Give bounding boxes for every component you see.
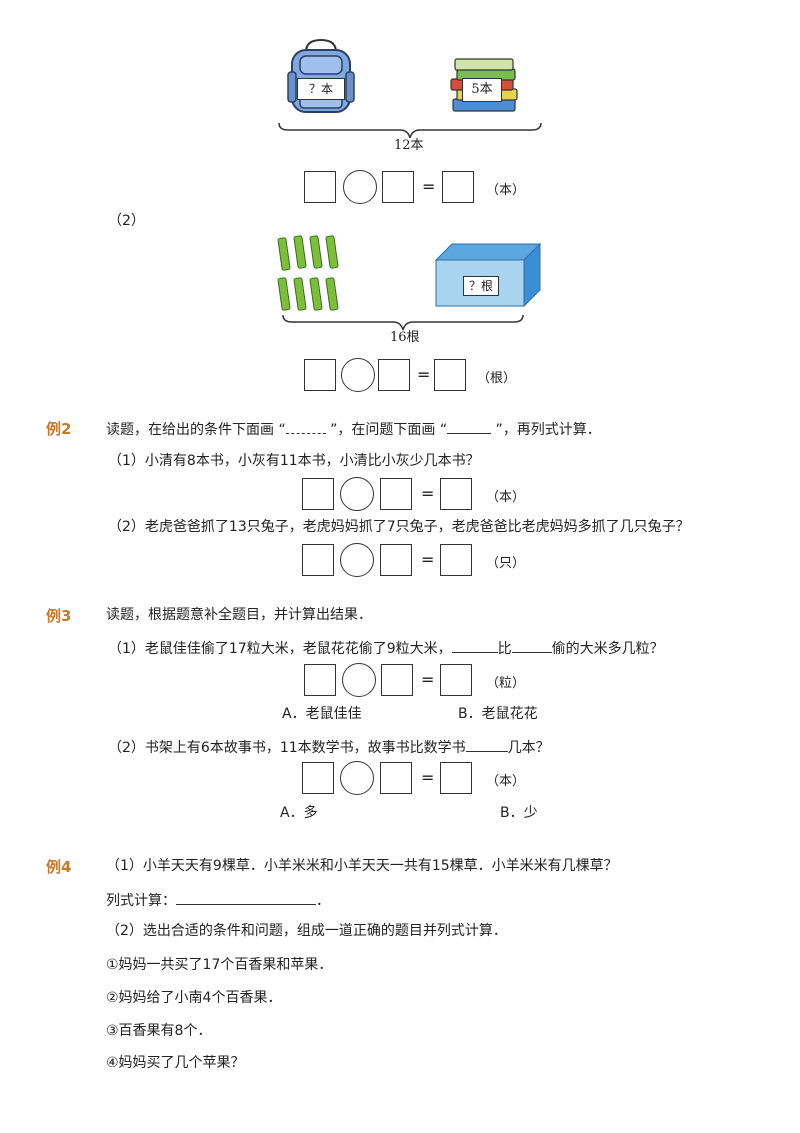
example-4-q2: （2）选出合适的条件和问题，组成一道正确的题目并列式计算． [106,923,507,939]
answer-box-2[interactable] [380,762,412,794]
answer-box-1[interactable] [304,171,336,203]
example-4-q1: （1）小羊天天有9棵草．小羊米米和小羊天天一共有15棵草．小羊米米有几棵草？ [106,858,618,874]
example-4-label: 例4 [46,858,72,876]
answer-box-result[interactable] [442,171,474,203]
box-count-label: ？根 [463,276,499,296]
answer-box-2[interactable] [380,544,412,576]
calc-label: 列式计算： [106,893,176,909]
answer-box-result[interactable] [440,544,472,576]
total-label-2: 16根 [390,330,420,345]
equals-sign: = [421,550,435,569]
equals-sign: = [421,670,435,689]
equals-sign: = [421,484,435,503]
sticks-illustration [276,234,356,314]
answer-box-1[interactable] [302,478,334,510]
unit-label: （本） [486,490,526,505]
total-brace-2 [282,314,524,332]
operator-circle[interactable] [342,663,376,697]
calc-end: ． [316,893,330,909]
operator-circle[interactable] [343,170,377,204]
operator-circle[interactable] [341,358,375,392]
answer-box-2[interactable] [380,478,412,510]
fill-blank-3[interactable] [465,737,508,752]
example-3-q1: （1）老鼠佳佳偷了17粒大米，老鼠花花偷了9粒大米， 比 偷的大米多几粒？ [108,638,664,658]
q1-text-b: 比 [497,641,512,657]
answer-box-result[interactable] [440,664,472,696]
q2-text-a: （2）书架上有6本故事书，11本数学书，故事书比数学书 [108,740,466,756]
answer-box-result[interactable] [440,478,472,510]
answer-box-1[interactable] [302,762,334,794]
instruction-text: 读题，在给出的条件下面画 “ [106,422,286,438]
unit-label: （根） [477,371,517,386]
example-2-label: 例2 [46,420,72,438]
calc-answer-blank[interactable] [176,890,316,905]
calc-line: 列式计算： ． [106,890,330,910]
condition-2[interactable]: ②妈妈给了小南4个百香果． [106,990,282,1006]
q2-text-b: 几本？ [507,740,550,756]
answer-box-2[interactable] [382,171,414,203]
problem-number: （2） [108,213,145,229]
box-illustration [434,242,542,308]
q1-text-a: （1）老鼠佳佳偷了17粒大米，老鼠花花偷了9粒大米， [108,641,452,657]
example-2-q2: （2）老虎爸爸抓了13只兔子，老虎妈妈抓了7只兔子，老虎爸爸比老虎妈妈多抓了几只… [108,519,690,535]
example-3-instruction: 读题，根据题意补全题目，并计算出结果． [106,607,372,623]
option-b[interactable]: B．少 [500,805,538,821]
unit-label: （本） [486,183,526,198]
answer-box-1[interactable] [304,664,336,696]
question-4[interactable]: ④妈妈买了几个苹果？ [106,1055,245,1071]
instruction-text-mid: ”，在问题下面画 “ [325,422,448,438]
example-3-q2: （2）书架上有6本故事书，11本数学书，故事书比数学书 几本？ [108,737,550,757]
books-count-label: 5本 [462,78,502,102]
answer-box-2[interactable] [381,664,413,696]
operator-circle[interactable] [340,543,374,577]
example-2-instruction: 读题，在给出的条件下面画 “ ”，在问题下面画 “ ”，再列式计算． [106,419,601,439]
answer-box-1[interactable] [302,544,334,576]
unit-label: （本） [486,774,526,789]
condition-3[interactable]: ③百香果有8个． [106,1023,212,1039]
total-label: 12本 [394,138,424,153]
q1-text-c: 偷的大米多几粒？ [551,641,664,657]
backpack-illustration [286,38,356,114]
equals-sign: = [422,177,436,196]
unit-label: （粒） [486,676,526,691]
straight-line-sample [447,419,492,434]
option-a[interactable]: A．老鼠佳佳 [282,706,362,722]
operator-circle[interactable] [340,761,374,795]
equals-sign: = [417,365,431,384]
condition-1[interactable]: ①妈妈一共买了17个百香果和苹果． [106,957,333,973]
total-brace [278,122,542,140]
example-2-q1: （1）小清有8本书，小灰有11本书，小清比小灰少几本书？ [108,453,480,469]
answer-box-result[interactable] [434,359,466,391]
answer-box-1[interactable] [304,359,336,391]
fill-blank-1[interactable] [451,638,498,653]
bag-count-label: ？本 [297,78,345,100]
option-b[interactable]: B．老鼠花花 [458,706,538,722]
answer-box-result[interactable] [440,762,472,794]
option-a[interactable]: A．多 [280,805,318,821]
operator-circle[interactable] [340,477,374,511]
example-3-label: 例3 [46,607,72,625]
fill-blank-2[interactable] [511,638,552,653]
answer-box-2[interactable] [378,359,410,391]
unit-label: （只） [486,556,526,571]
wavy-line-sample [285,419,326,434]
equals-sign: = [421,768,435,787]
instruction-text-end: ”，再列式计算． [491,422,601,438]
